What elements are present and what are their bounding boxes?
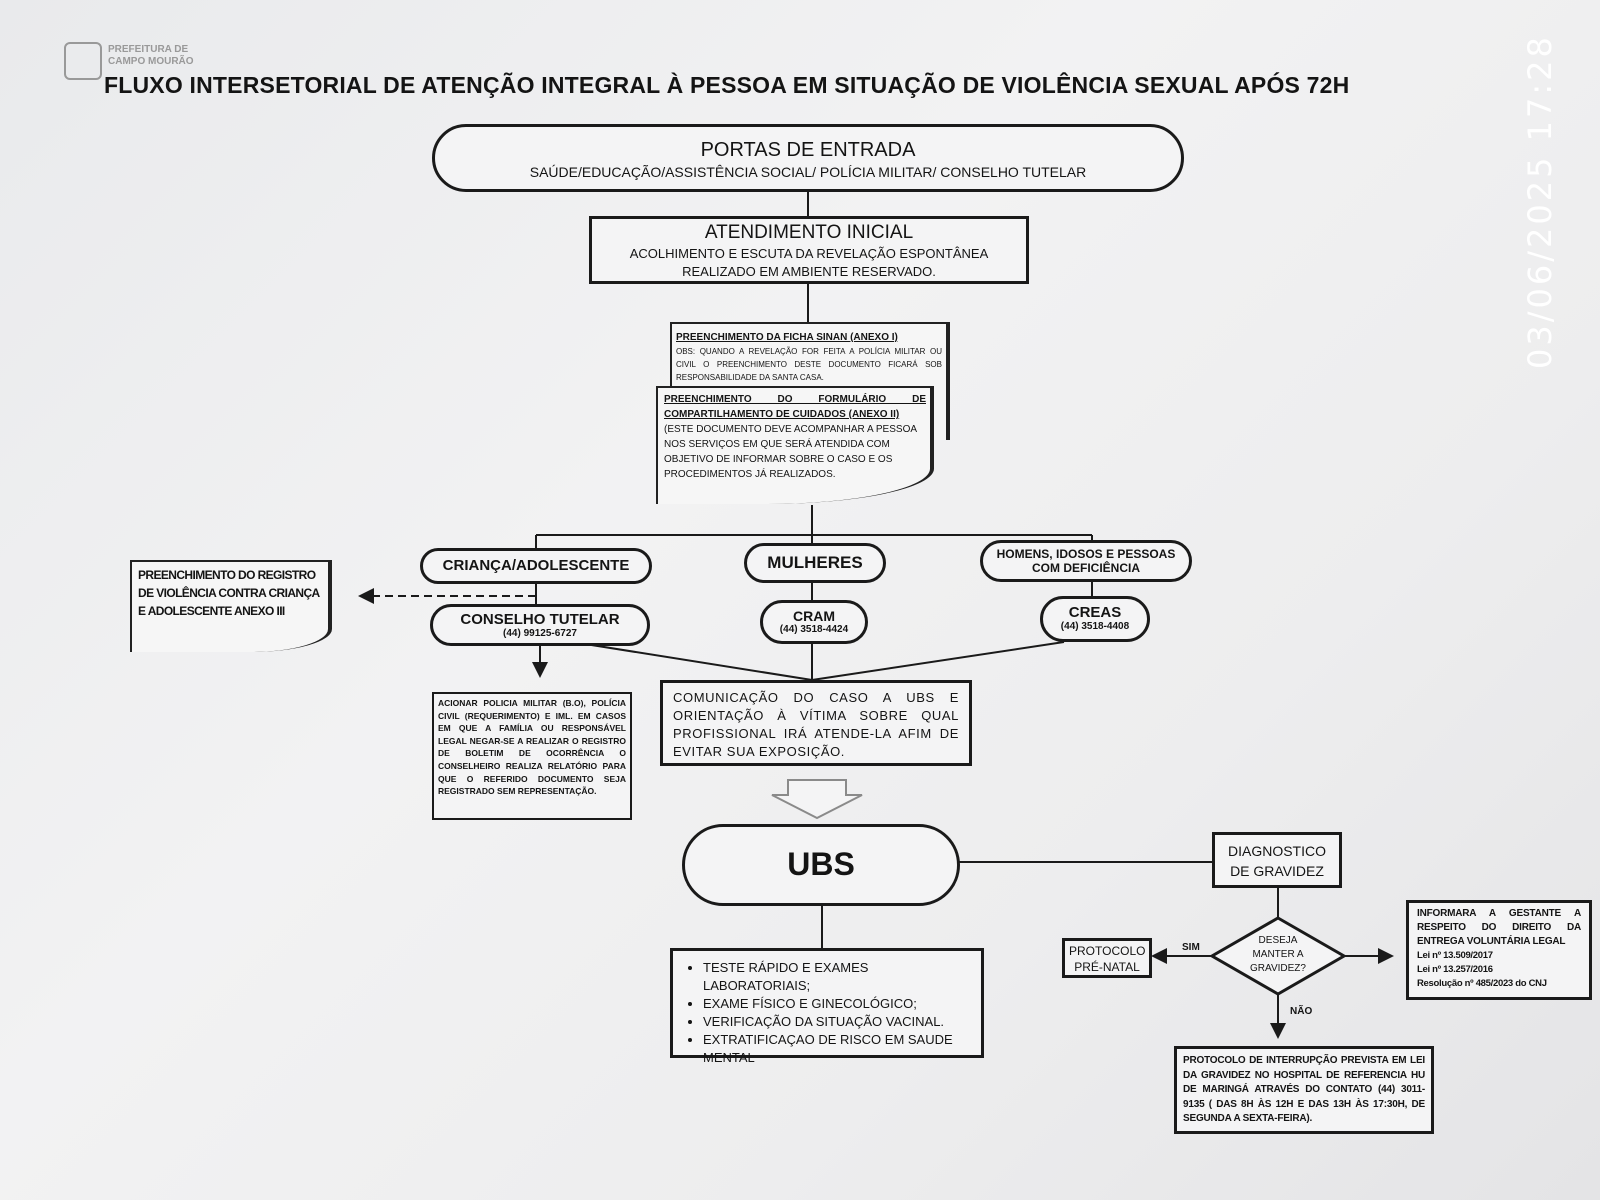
cram-phone: (44) 3518-4424 — [779, 624, 849, 635]
portas-subtitle: SAÚDE/EDUCAÇÃO/ASSISTÊNCIA SOCIAL/ POLÍC… — [529, 164, 1087, 180]
homens-idosos-box: HOMENS, IDOSOS E PESSOAS COM DEFICIÊNCIA — [980, 540, 1192, 582]
atendimento-line-2: REALIZADO EM AMBIENTE RESERVADO. — [682, 264, 936, 279]
registro-violencia-document: PREENCHIMENTO DO REGISTRO DE VIOLÊNCIA C… — [130, 560, 332, 652]
logo-line-2: CAMPO MOURÃO — [108, 56, 194, 67]
ubs-procedures-list: TESTE RÁPIDO E EXAMES LABORATORIAIS; EXA… — [679, 959, 975, 1067]
interrupcao-text-2: ( DAS 8H ÀS 12H E DAS 13H ÀS 17:30H, DE … — [1183, 1098, 1425, 1125]
cram-box: CRAM (44) 3518-4424 — [760, 600, 868, 644]
ubs-procedure-item: EXAME FÍSICO E GINECOLÓGICO; — [703, 995, 975, 1013]
formulario-text: (ESTE DOCUMENTO DEVE ACOMPANHAR A PESSOA… — [664, 424, 917, 480]
atendimento-line-1: ACOLHIMENTO E ESCUTA DA REVELAÇÃO ESPONT… — [629, 246, 989, 261]
registro-violencia-text: PREENCHIMENTO DO REGISTRO DE VIOLÊNCIA C… — [138, 568, 320, 618]
conselho-name: CONSELHO TUTELAR — [460, 611, 620, 628]
conselho-tutelar-box: CONSELHO TUTELAR (44) 99125-6727 — [430, 604, 650, 646]
decision-diamond — [1208, 916, 1348, 996]
label-sim: SIM — [1182, 942, 1200, 953]
connector-conselho-comunicacao — [559, 639, 813, 681]
diagnostico-gravidez-box: DIAGNOSTICO DE GRAVIDEZ — [1212, 832, 1342, 888]
page-title: FLUXO INTERSETORIAL DE ATENÇÃO INTEGRAL … — [104, 72, 1350, 98]
decision-label: DESEJA MANTER A GRAVIDEZ? — [1250, 935, 1306, 974]
atendimento-title: ATENDIMENTO INICIAL — [704, 222, 914, 243]
ubs-procedure-item: VERIFICAÇÃO DA SITUAÇÃO VACINAL. — [703, 1013, 975, 1031]
mulheres-box: MULHERES — [744, 543, 886, 583]
portas-title: PORTAS DE ENTRADA — [700, 139, 916, 161]
logo-line-1: PREFEITURA DE — [108, 44, 189, 55]
comunicacao-box: COMUNICAÇÃO DO CASO A UBS E ORIENTAÇÃO À… — [660, 680, 972, 766]
ubs-procedure-item: TESTE RÁPIDO E EXAMES LABORATORIAIS; — [703, 959, 975, 995]
ubs-procedure-item: EXTRATIFICAÇAO DE RISCO EM SAUDE MENTAL — [703, 1031, 975, 1067]
formulario-document: PREENCHIMENTO DO FORMULÁRIO DE COMPARTIL… — [656, 386, 934, 504]
creas-phone: (44) 3518-4408 — [1060, 621, 1130, 632]
interrupcao-text-1: PROTOCOLO DE INTERRUPÇÃO PREVISTA EM LEI… — [1183, 1055, 1425, 1081]
hollow-down-arrow-icon — [771, 779, 863, 820]
interrupcao-hospital: HU DE MARINGÁ ATRAVÉS DO CONTATO (44) 30… — [1183, 1069, 1425, 1110]
crianca-adolescente-box: CRIANÇA/ADOLESCENTE — [420, 548, 652, 584]
ficha-sinan-text: OBS: QUANDO A REVELAÇÃO FOR FEITA A POLÍ… — [676, 347, 942, 382]
entrega-ref: Lei nº 13.257/2016 — [1417, 964, 1493, 975]
portas-de-entrada-box: PORTAS DE ENTRADA SAÚDE/EDUCAÇÃO/ASSISTÊ… — [432, 124, 1184, 192]
acionar-policia-box: ACIONAR POLICIA MILITAR (B.O), POLÍCIA C… — [432, 692, 632, 820]
creas-name: CREAS — [1068, 604, 1122, 621]
interrupcao-text: PROTOCOLO DE INTERRUPÇÃO PREVISTA EM LEI… — [1183, 1054, 1425, 1127]
ficha-sinan-title: PREENCHIMENTO DA FICHA SINAN (ANEXO I) — [676, 332, 898, 343]
comunicacao-text: COMUNICAÇÃO DO CASO A UBS E ORIENTAÇÃO À… — [673, 690, 959, 759]
cram-name: CRAM — [793, 608, 835, 624]
conselho-phone: (44) 99125-6727 — [503, 628, 577, 639]
entrega-ref: Lei nº 13.509/2017 — [1417, 950, 1493, 961]
protocolo-prenatal-box: PROTOCOLO PRÉ-NATAL — [1062, 938, 1152, 978]
atendimento-inicial-box: ATENDIMENTO INICIAL ACOLHIMENTO E ESCUTA… — [589, 216, 1029, 284]
connector-creas-comunicacao — [811, 641, 1065, 681]
entrega-ref: Resolução nº 485/2023 do CNJ — [1417, 978, 1547, 989]
interrupcao-box: PROTOCOLO DE INTERRUPÇÃO PREVISTA EM LEI… — [1174, 1046, 1434, 1134]
entrega-text: INFORMARA A GESTANTE A RESPEITO DO DIREI… — [1417, 908, 1581, 947]
ubs-procedures-box: TESTE RÁPIDO E EXAMES LABORATORIAIS; EXA… — [670, 948, 984, 1065]
acionar-text: ACIONAR POLICIA MILITAR (B.O), POLÍCIA C… — [438, 698, 626, 797]
label-nao: NÃO — [1290, 1006, 1313, 1017]
prefeitura-logo: PREFEITURA DE CAMPO MOURÃO — [60, 40, 240, 80]
formulario-title: PREENCHIMENTO DO FORMULÁRIO DE COMPARTIL… — [664, 394, 926, 420]
logo-text: PREFEITURA DE CAMPO MOURÃO — [108, 44, 258, 68]
ubs-box: UBS — [682, 824, 960, 906]
creas-box: CREAS (44) 3518-4408 — [1040, 596, 1150, 642]
entrega-voluntaria-box: INFORMARA A GESTANTE A RESPEITO DO DIREI… — [1406, 900, 1592, 1000]
municipal-seal-icon — [64, 42, 102, 80]
